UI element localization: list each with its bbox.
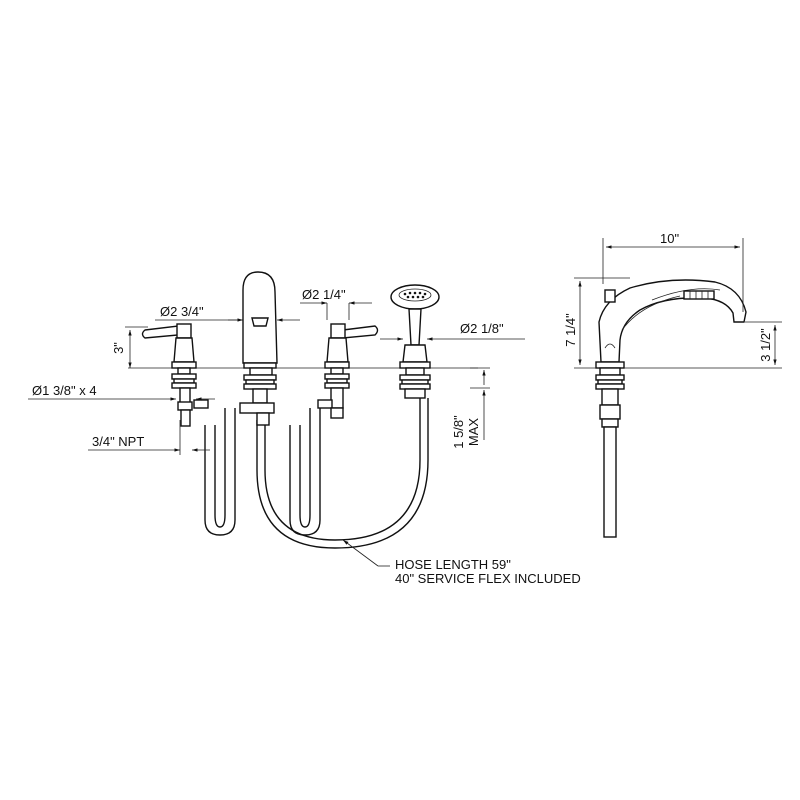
deck-thickness-dimension: 1 5/8" MAX: [451, 367, 490, 449]
deck-thickness-value: 1 5/8": [451, 415, 466, 449]
handshower: [390, 284, 440, 399]
handshower-diameter-label: Ø2 1/8": [460, 321, 504, 336]
handle-height-label: 3": [111, 342, 126, 354]
left-valve: [141, 323, 209, 427]
spout-height-label: 7 1/4": [563, 313, 578, 347]
npt-dimension: 3/4" NPT: [88, 420, 210, 455]
supply-hoses: [204, 408, 321, 536]
service-flex-label: 40" SERVICE FLEX INCLUDED: [395, 571, 581, 586]
right-valve: [317, 323, 379, 419]
outlet-height-label: 3 1/2": [758, 328, 773, 362]
hole-diameter-dimension: Ø1 3/8" x 4: [28, 383, 215, 401]
npt-label: 3/4" NPT: [92, 434, 144, 449]
spout-side-view: [595, 279, 747, 538]
hose-note: HOSE LENGTH 59" 40" SERVICE FLEX INCLUDE…: [342, 539, 581, 586]
spout-height-dimension: 7 1/4": [563, 277, 630, 369]
spout-diameter-label: Ø2 3/4": [160, 304, 204, 319]
outlet-height-dimension: 3 1/2": [624, 321, 782, 369]
hose-length-label: HOSE LENGTH 59": [395, 557, 511, 572]
handshower-diameter-dimension: Ø2 1/8": [380, 321, 525, 341]
valve-diameter-dimension: Ø2 1/4": [300, 287, 372, 320]
spout-diameter-dimension: Ø2 3/4": [155, 304, 300, 322]
spout-reach-dimension: 10": [602, 231, 744, 312]
spout-reach-label: 10": [660, 231, 679, 246]
hole-diameter-label: Ø1 3/8" x 4: [32, 383, 97, 398]
valve-diameter-label: Ø2 1/4": [302, 287, 346, 302]
deck-thickness-suffix: MAX: [466, 418, 481, 447]
handshower-hose: [256, 398, 429, 549]
center-spout: [239, 271, 278, 426]
handle-height-dimension: 3": [111, 326, 148, 368]
